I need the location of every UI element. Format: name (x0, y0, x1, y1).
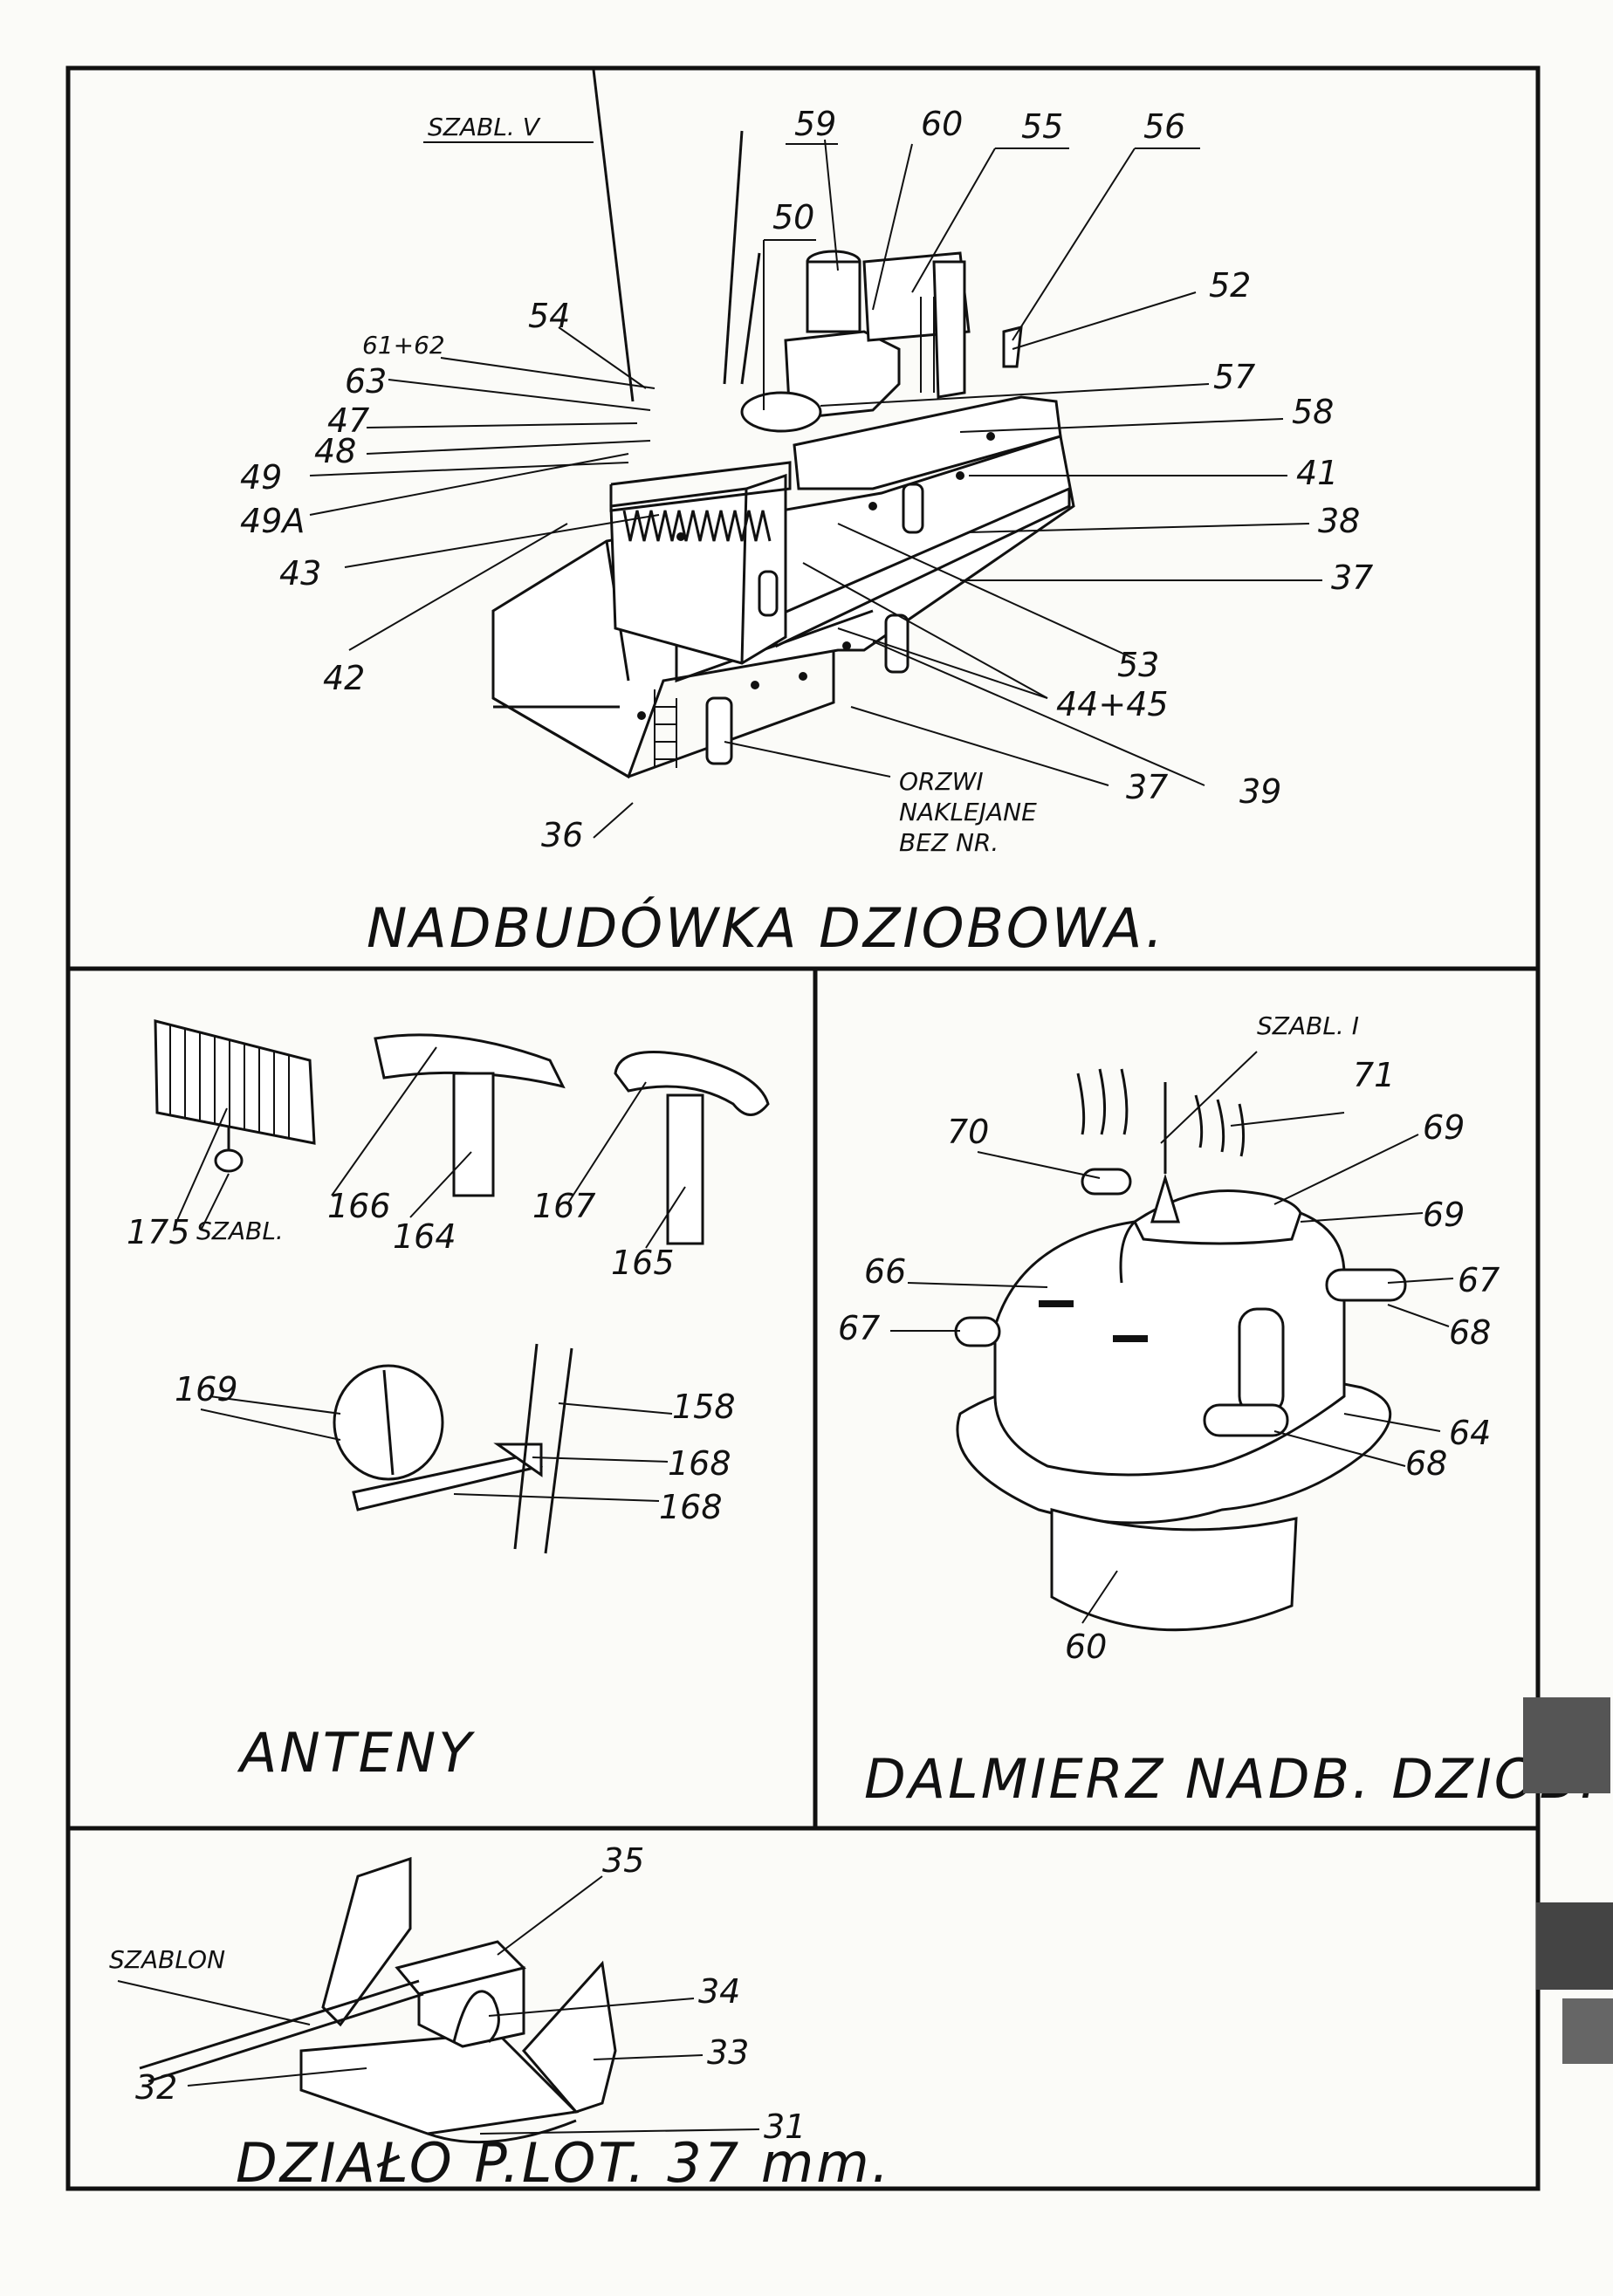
rangefinder-drawing (954, 1068, 1407, 1632)
svg-text:43: 43 (279, 554, 321, 593)
svg-text:69: 69 (1423, 1196, 1465, 1234)
scan-artifacts (1523, 1697, 1613, 2064)
svg-text:57: 57 (1213, 358, 1255, 396)
svg-text:NAKLEJANE: NAKLEJANE (899, 798, 1037, 826)
svg-text:68: 68 (1405, 1444, 1447, 1483)
svg-text:164: 164 (393, 1217, 456, 1256)
svg-text:71: 71 (1353, 1056, 1395, 1094)
svg-text:SZABL.: SZABL. (196, 1217, 284, 1245)
svg-text:47: 47 (327, 401, 369, 440)
labels-rangefinder: SZABL. I 71 70 69 69 66 67 67 68 64 68 6… (838, 1011, 1599, 1811)
svg-text:67: 67 (838, 1309, 880, 1347)
labels-gun: 35 SZABLON 34 33 32 31 DZIAŁO P.LOT. 37 … (109, 1841, 891, 2195)
title-dalmierz: DALMIERZ NADB. DZIOB. (864, 1747, 1599, 1811)
svg-text:44+45: 44+45 (1056, 685, 1169, 723)
svg-text:68: 68 (1449, 1313, 1491, 1352)
svg-text:67: 67 (1458, 1261, 1500, 1299)
leader-lines-rangefinder (890, 1051, 1454, 1624)
svg-text:37: 37 (1126, 768, 1168, 806)
svg-text:69: 69 (1423, 1108, 1465, 1147)
leader-lines-antennas (174, 1046, 686, 1502)
svg-text:167: 167 (532, 1187, 596, 1225)
svg-text:60: 60 (921, 105, 963, 143)
label-szabl-v: SZABL. V (428, 113, 541, 141)
svg-text:37: 37 (1331, 559, 1373, 597)
svg-text:56: 56 (1143, 107, 1185, 146)
svg-text:166: 166 (327, 1187, 391, 1225)
svg-text:49A: 49A (240, 502, 305, 540)
svg-text:41: 41 (1296, 454, 1338, 492)
svg-text:60: 60 (1065, 1628, 1107, 1666)
svg-text:55: 55 (1021, 107, 1063, 146)
svg-text:49: 49 (240, 458, 282, 497)
svg-text:70: 70 (947, 1113, 989, 1151)
leader-lines-top (309, 139, 1322, 839)
svg-text:SZABLON: SZABLON (109, 1945, 225, 1974)
labels-top: SZABL. V 59 60 55 56 50 52 54 61+62 57 6… (240, 105, 1373, 960)
svg-text:52: 52 (1209, 266, 1251, 305)
svg-text:33: 33 (707, 2033, 749, 2072)
svg-text:50: 50 (772, 198, 814, 236)
svg-text:169: 169 (175, 1370, 238, 1408)
svg-text:53: 53 (1117, 646, 1159, 684)
svg-text:BEZ NR.: BEZ NR. (899, 828, 999, 857)
svg-text:ORZWI: ORZWI (899, 767, 984, 796)
title-nadbudowka: NADBUDÓWKA DZIOBOWA. (367, 896, 1165, 960)
leader-lines-gun (117, 1875, 760, 2135)
labels-antennas: 175 SZABL. 166 164 167 165 169 158 168 1… (127, 1187, 736, 1785)
title-dzialo: DZIAŁO P.LOT. 37 mm. (236, 2131, 891, 2195)
svg-text:31: 31 (764, 2108, 806, 2146)
svg-text:42: 42 (323, 659, 365, 697)
svg-text:36: 36 (541, 816, 583, 854)
svg-text:32: 32 (135, 2068, 177, 2107)
svg-text:61+62: 61+62 (362, 331, 445, 360)
svg-text:63: 63 (345, 362, 387, 401)
svg-text:SZABL. I: SZABL. I (1257, 1011, 1359, 1040)
svg-text:38: 38 (1318, 502, 1360, 540)
svg-text:158: 158 (672, 1388, 736, 1426)
svg-text:58: 58 (1292, 393, 1334, 431)
svg-text:66: 66 (864, 1252, 906, 1291)
svg-text:48: 48 (314, 432, 356, 470)
svg-text:35: 35 (602, 1841, 644, 1880)
svg-text:54: 54 (528, 297, 570, 335)
svg-text:59: 59 (794, 105, 836, 143)
outer-frame (65, 65, 1541, 2191)
svg-text:64: 64 (1449, 1414, 1491, 1452)
svg-text:39: 39 (1239, 772, 1281, 811)
svg-text:168: 168 (659, 1488, 723, 1526)
svg-text:165: 165 (611, 1244, 675, 1282)
svg-text:175: 175 (127, 1213, 190, 1251)
svg-text:34: 34 (698, 1972, 740, 2011)
svg-text:168: 168 (668, 1444, 731, 1483)
antennas-drawing (154, 1019, 770, 1554)
superstructure-drawing (491, 69, 1075, 779)
gun-drawing (139, 1856, 617, 2144)
title-anteny: ANTENY (237, 1721, 475, 1785)
